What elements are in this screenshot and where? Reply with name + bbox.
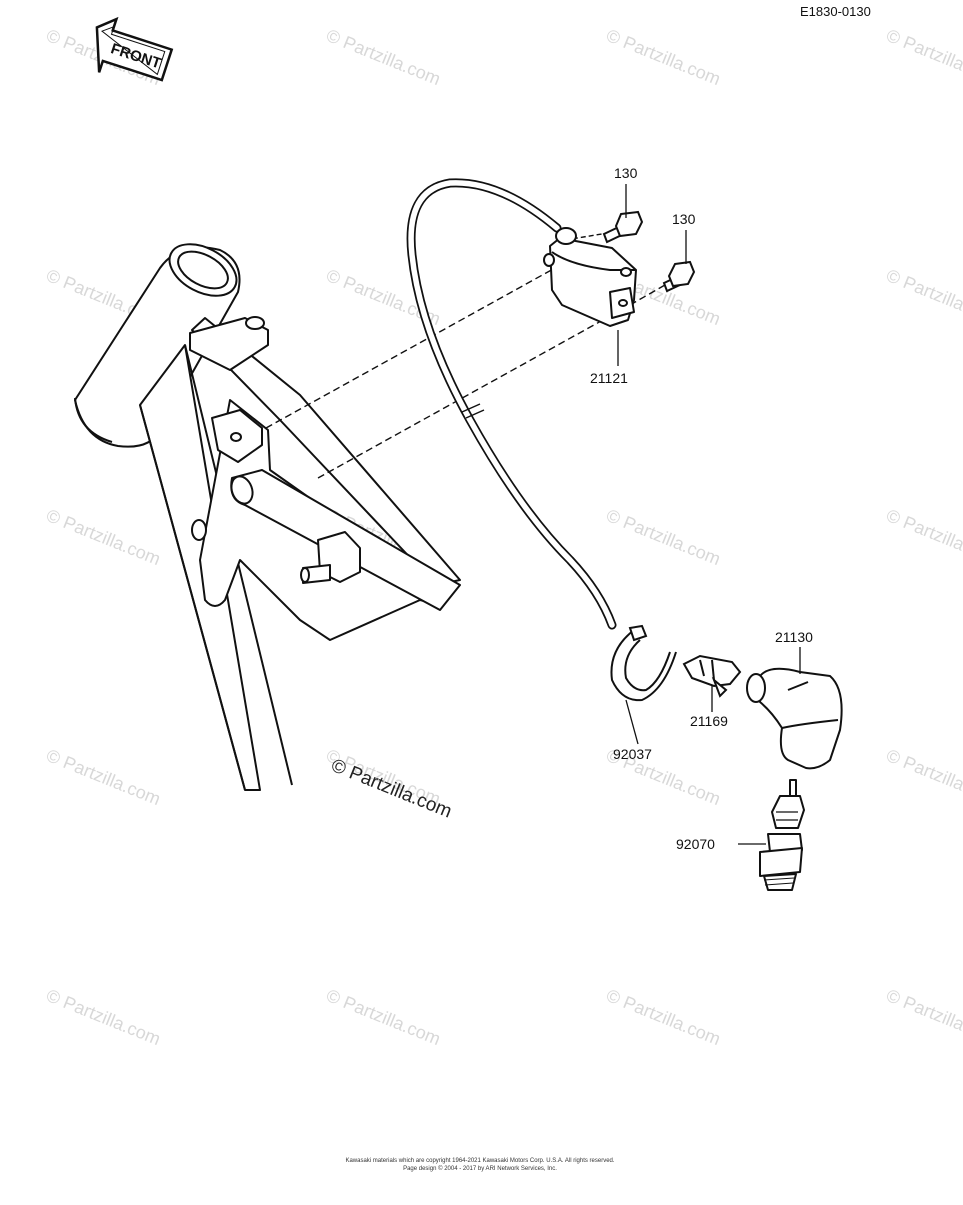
watermark-tile: © Partzilla.com bbox=[44, 505, 164, 569]
leader-guides bbox=[265, 232, 666, 479]
part-label-21121: 21121 bbox=[590, 370, 628, 386]
part-label-92037: 92037 bbox=[613, 746, 652, 762]
footer-copyright: Kawasaki materials which are copyright 1… bbox=[345, 1158, 614, 1164]
watermark-tile: © Partzilla.com bbox=[884, 25, 963, 89]
spark-plug[interactable] bbox=[759, 779, 805, 891]
watermark-tile: © Partzilla.com bbox=[604, 25, 724, 89]
front-arrow-icon bbox=[95, 16, 174, 82]
diagram-code: E1830-0130 bbox=[800, 4, 871, 19]
part-label-92070: 92070 bbox=[676, 836, 715, 852]
watermark-tile: © Partzilla.com bbox=[44, 745, 164, 809]
ignition-coil[interactable] bbox=[543, 227, 637, 327]
part-label-130-lower: 130 bbox=[672, 211, 696, 227]
part-label-21169: 21169 bbox=[690, 713, 728, 729]
part-label-21130: 21130 bbox=[775, 629, 813, 645]
watermark-tile: © Partzilla.com bbox=[604, 985, 724, 1049]
front-direction-badge: FRONT bbox=[95, 16, 174, 82]
callout-leaders bbox=[617, 184, 801, 845]
motorcycle-frame bbox=[74, 243, 461, 791]
bolt-130-upper[interactable] bbox=[602, 210, 644, 244]
watermark-tile: © Partzilla.com bbox=[324, 985, 444, 1049]
lead-clamp[interactable] bbox=[610, 624, 677, 702]
watermark-tile: © Partzilla.com bbox=[884, 745, 963, 809]
spark-plug-connector[interactable] bbox=[682, 654, 742, 698]
watermark-tile: © Partzilla.com bbox=[884, 265, 963, 329]
spark-plug-cap[interactable] bbox=[746, 667, 843, 770]
watermark-tile: © Partzilla.com bbox=[884, 985, 963, 1049]
high-tension-lead bbox=[406, 178, 617, 630]
watermark-tile: © Partzilla.com bbox=[884, 505, 963, 569]
watermark-tile: © Partzilla.com bbox=[44, 985, 164, 1049]
part-label-130-upper: 130 bbox=[614, 165, 638, 181]
footer-page-design: Page design © 2004 - 2017 by ARI Network… bbox=[403, 1165, 557, 1172]
watermark-tile: © Partzilla.com bbox=[324, 25, 444, 89]
watermark-tile: © Partzilla.com bbox=[604, 505, 724, 569]
bolt-130-lower[interactable] bbox=[662, 260, 696, 293]
